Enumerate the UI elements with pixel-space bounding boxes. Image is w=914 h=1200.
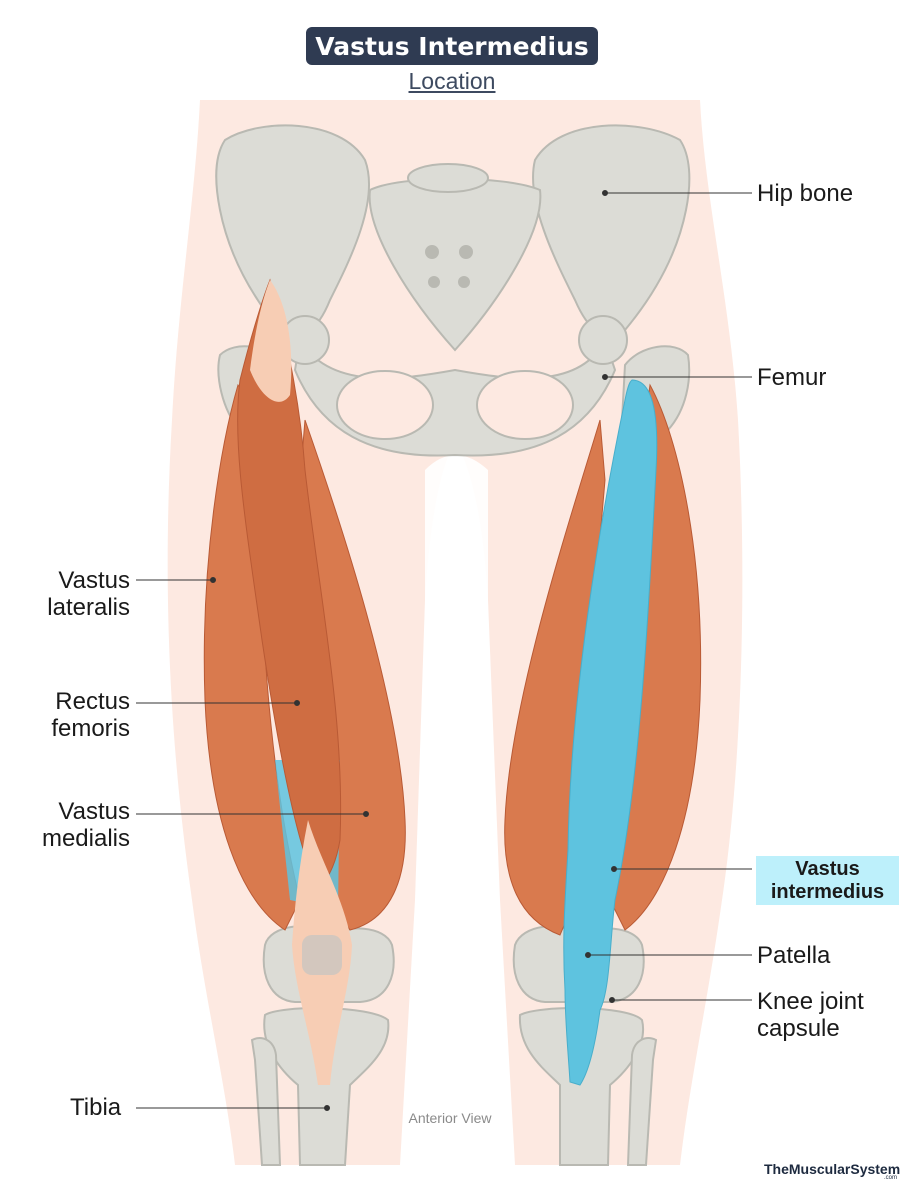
- label-hip-bone: Hip bone: [757, 180, 854, 207]
- label-vastus-intermedius: Vastus intermedius: [756, 856, 899, 905]
- right-fibula: [626, 1037, 658, 1166]
- label-vastus-lateralis: Vastus lateralis: [47, 567, 130, 621]
- left-obturator: [336, 370, 434, 440]
- right-ilium: [532, 124, 691, 337]
- label-tibia: Tibia: [70, 1094, 122, 1121]
- left-ilium: [215, 124, 370, 337]
- left-fibula: [250, 1037, 282, 1166]
- label-femur: Femur: [757, 364, 827, 391]
- right-vastus-intermedius-shape: [563, 379, 658, 1086]
- left-thigh-muscles: [203, 278, 406, 1085]
- label-knee-joint-capsule: Knee joint capsule: [757, 988, 864, 1042]
- view-label: Anterior View: [408, 1110, 492, 1126]
- right-thigh-muscles: [504, 379, 702, 1086]
- label-vastus-medialis: Vastus medialis: [41, 798, 130, 852]
- leader-lines: [136, 190, 752, 1111]
- pelvis: [215, 124, 691, 457]
- label-rectus-femoris: Rectus femoris: [51, 688, 130, 742]
- brand-logo: TheMuscularSystem: [764, 1161, 901, 1177]
- left-patella-shape: [302, 935, 342, 975]
- page-title: Vastus Intermedius: [306, 27, 598, 65]
- vertebra: [407, 163, 489, 193]
- right-femur-head: [578, 315, 628, 365]
- page-subtitle: Location: [408, 68, 496, 94]
- left-rectus-tendon: [250, 280, 292, 402]
- brand-tld: .com: [884, 1175, 898, 1181]
- right-obturator: [476, 370, 574, 440]
- label-patella: Patella: [757, 942, 831, 969]
